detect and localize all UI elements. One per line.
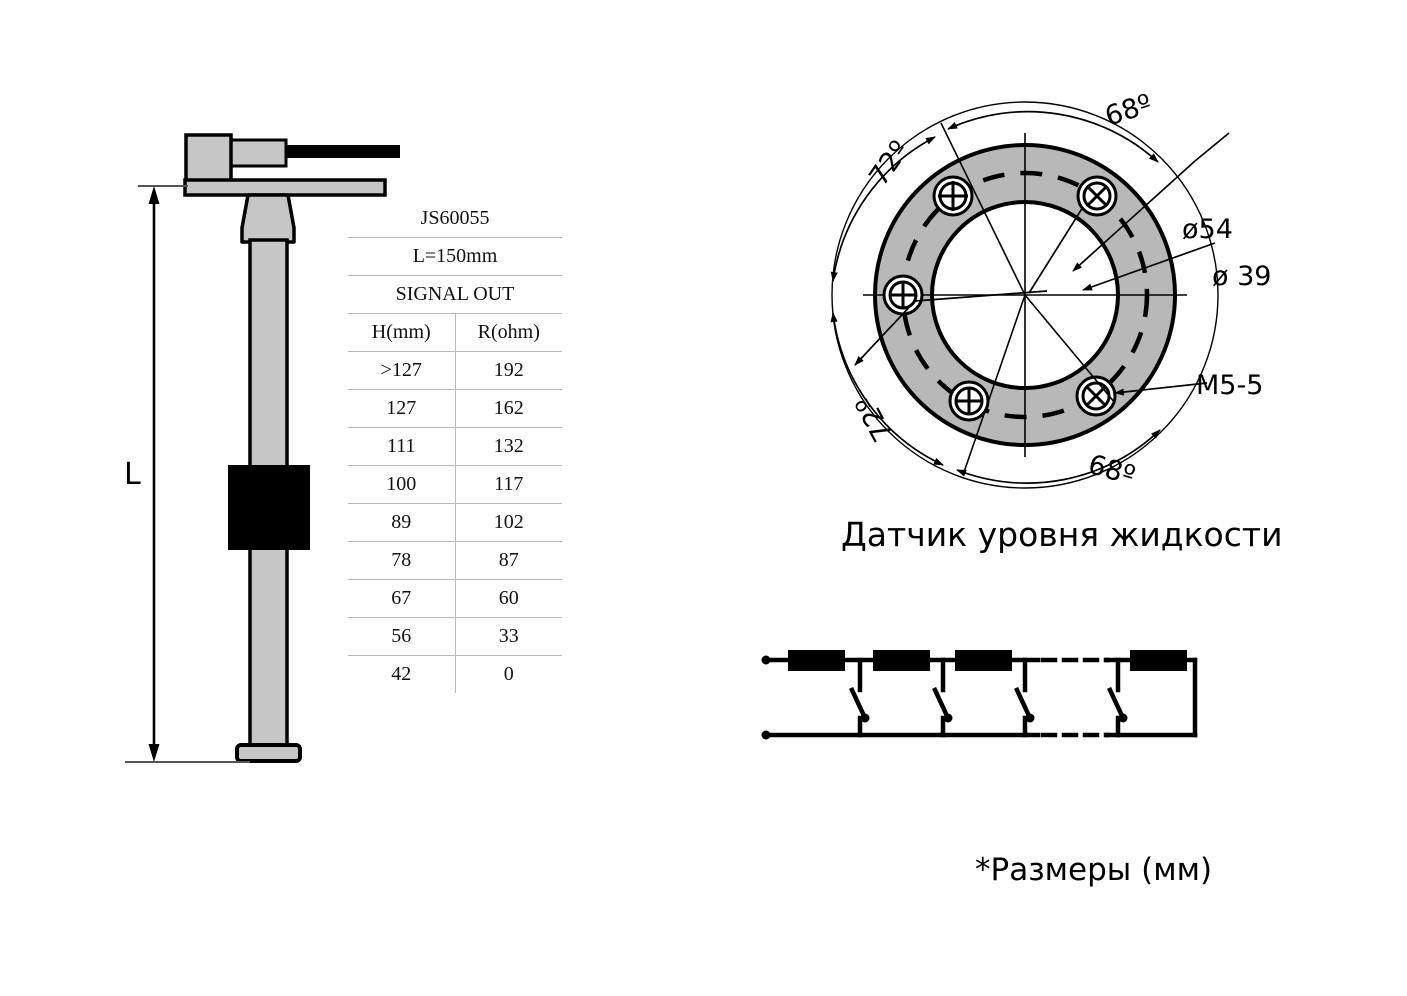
table-row: 89 102 bbox=[348, 503, 562, 542]
cell-r: 60 bbox=[455, 579, 562, 618]
table-row: >127 192 bbox=[348, 351, 562, 390]
flange-caption: Датчик уровня жидкости bbox=[841, 515, 1283, 554]
resistor bbox=[873, 650, 930, 671]
table-row: 42 0 bbox=[348, 655, 562, 693]
dimension-label-inner-diameter: ø 39 bbox=[1212, 261, 1272, 292]
table-row-signal: SIGNAL OUT bbox=[348, 275, 562, 314]
cell-h: 111 bbox=[348, 427, 456, 466]
angle-arcs bbox=[830, 110, 1161, 484]
table-row-length: L=150mm bbox=[348, 237, 562, 276]
resistor bbox=[1130, 650, 1187, 671]
table-row: 127 162 bbox=[348, 389, 562, 428]
cell-h: 67 bbox=[348, 579, 456, 618]
table-header-row: H(mm) R(ohm) bbox=[348, 313, 562, 352]
bolt-hole bbox=[948, 380, 990, 422]
cell-r: 102 bbox=[455, 503, 562, 542]
cell-r: 162 bbox=[455, 389, 562, 428]
switch-blade-3 bbox=[1014, 687, 1033, 721]
cell-h: 42 bbox=[348, 655, 456, 693]
dimension-label-thread: M5-5 bbox=[1196, 370, 1264, 401]
column-header-h: H(mm) bbox=[348, 313, 456, 352]
table-row: 100 117 bbox=[348, 465, 562, 504]
table-row: 56 33 bbox=[348, 617, 562, 656]
resistor bbox=[955, 650, 1012, 671]
switch-blade-4 bbox=[1107, 687, 1126, 721]
cell-h: 78 bbox=[348, 541, 456, 580]
cell-r: 0 bbox=[503, 663, 514, 685]
cell-r: 33 bbox=[455, 617, 562, 656]
dimension-arrow-L bbox=[148, 186, 160, 762]
bolt-hole bbox=[882, 274, 924, 316]
probe-neck bbox=[240, 193, 296, 244]
bolt-hole bbox=[932, 175, 974, 217]
probe-end-cap bbox=[235, 743, 302, 763]
cell-r: 192 bbox=[455, 351, 562, 390]
cell-h: >127 bbox=[348, 351, 456, 390]
table-row: 78 87 bbox=[348, 541, 562, 580]
reference-circle bbox=[831, 101, 1219, 489]
bolt-hole bbox=[1076, 175, 1118, 217]
model-label: JS60055 bbox=[348, 200, 562, 238]
cell-r: 117 bbox=[455, 465, 562, 504]
cell-h: 127 bbox=[348, 389, 456, 428]
resistor bbox=[788, 650, 845, 671]
connector-stub bbox=[226, 138, 288, 168]
cell-r: 132 bbox=[455, 427, 562, 466]
spec-table: JS60055 L=150mm SIGNAL OUT H(mm) R(ohm) … bbox=[348, 200, 562, 693]
cable bbox=[278, 145, 400, 158]
float bbox=[228, 465, 310, 550]
signal-label: SIGNAL OUT bbox=[348, 275, 562, 314]
dimension-label-outer-diameter: ø54 bbox=[1182, 214, 1233, 245]
resistors bbox=[788, 650, 1187, 671]
sensor-side-view bbox=[125, 133, 400, 763]
switch-blade-1 bbox=[849, 687, 868, 721]
bolt-hole bbox=[1075, 375, 1117, 417]
cell-h: 89 bbox=[348, 503, 456, 542]
column-header-r: R(ohm) bbox=[455, 313, 562, 352]
junction-dots bbox=[761, 655, 1128, 740]
dimension-label-L: L bbox=[124, 457, 141, 492]
dimension-witness-lines bbox=[125, 185, 250, 763]
length-label: L=150mm bbox=[348, 237, 562, 276]
switch-blade-2 bbox=[932, 687, 951, 721]
flange-face-view bbox=[830, 101, 1230, 489]
table-row: 111 132 bbox=[348, 427, 562, 466]
cell-h: 56 bbox=[348, 617, 456, 656]
table-row-model: JS60055 bbox=[348, 200, 562, 238]
mounting-flange-plate bbox=[183, 178, 387, 197]
circuit-schematic bbox=[761, 650, 1198, 740]
table-row: 67 60 bbox=[348, 579, 562, 618]
units-footnote: *Размеры (мм) bbox=[975, 852, 1213, 888]
cell-r: 87 bbox=[455, 541, 562, 580]
cell-h: 100 bbox=[348, 465, 456, 504]
